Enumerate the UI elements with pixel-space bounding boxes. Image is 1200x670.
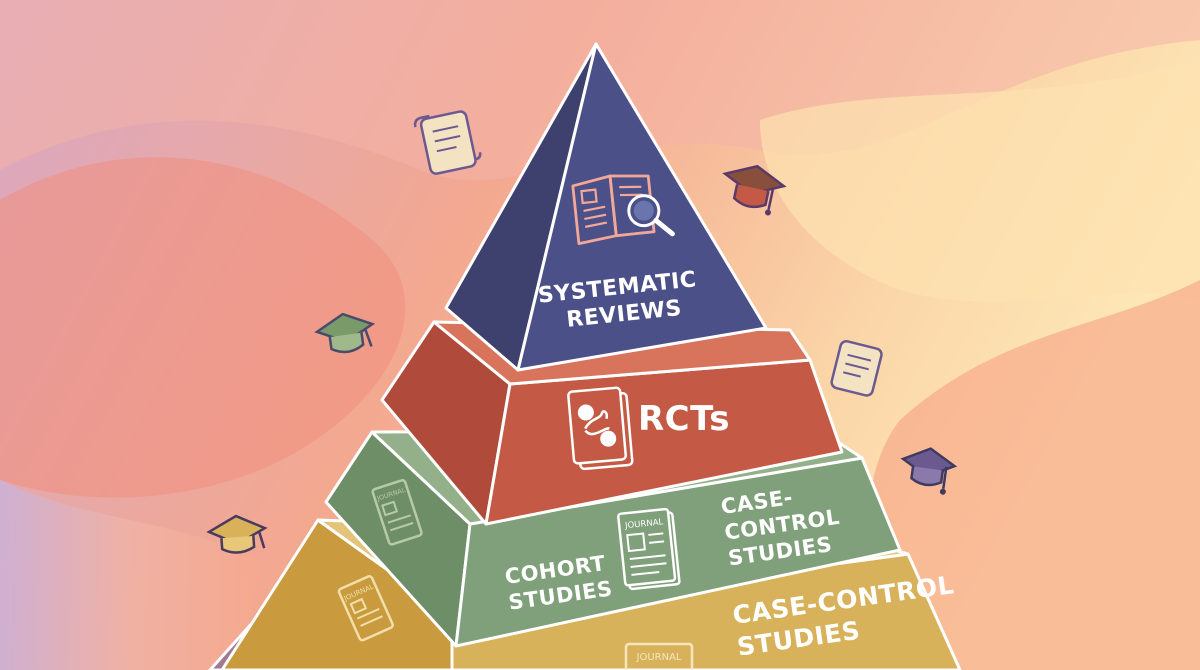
- evidence-pyramid: JOURNAL JOURNAL CASE-CONTROL STUDIES JOU…: [207, 42, 962, 670]
- scroll-icon: [413, 110, 482, 175]
- graduation-cap-icon: [722, 164, 787, 216]
- level-label-rcts: RCTs: [638, 399, 730, 439]
- open-book-magnifier-icon: [571, 174, 675, 246]
- decorative-icons: [206, 110, 958, 554]
- journal-icon-label: JOURNAL: [636, 652, 682, 663]
- scroll-icon: [830, 340, 883, 397]
- pyramid-level-systematic-reviews: SYSTEMATIC REVIEWS: [444, 42, 768, 372]
- journal-icon-label: JOURNAL: [624, 517, 664, 531]
- graduation-cap-icon: [900, 447, 958, 495]
- journal-icon: JOURNAL: [617, 507, 681, 591]
- graduation-cap-icon: [314, 312, 376, 354]
- graduation-cap-icon: [206, 514, 268, 554]
- journal-icon: JOURNAL: [624, 642, 694, 670]
- randomization-card-icon: [567, 386, 634, 471]
